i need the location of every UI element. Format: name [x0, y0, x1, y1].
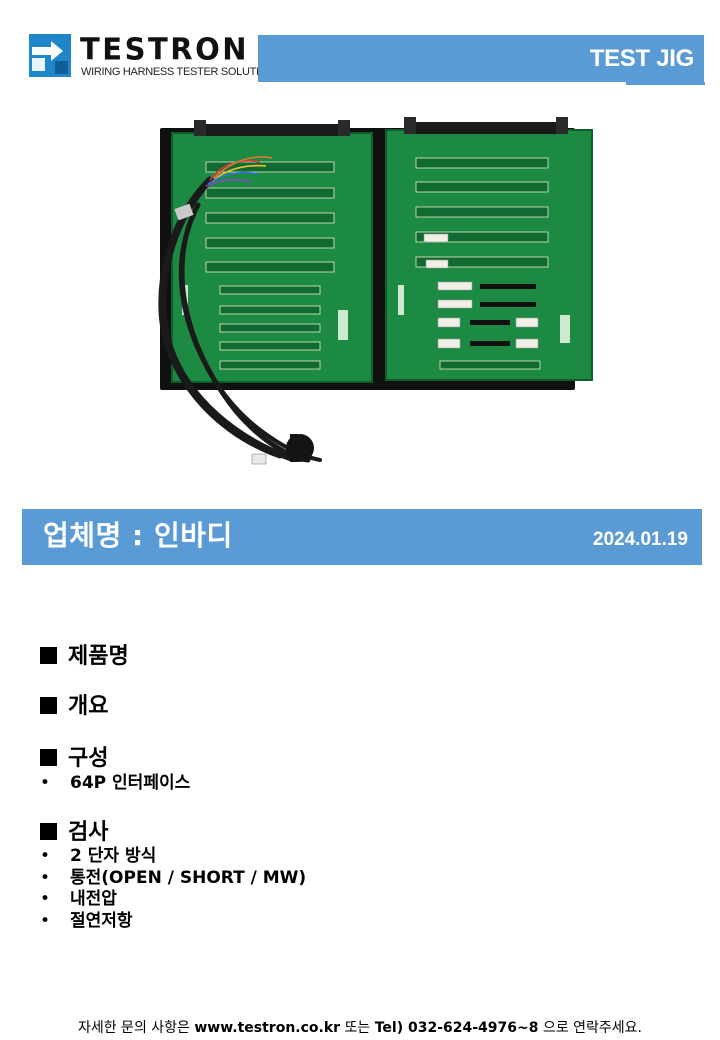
phone-number: Tel) 032-624-4976~8: [374, 1020, 539, 1036]
title-banner: TEST JIG: [258, 35, 704, 82]
logo-tagline: WIRING HARNESS TESTER SOLUTIONS: [81, 66, 282, 78]
section-title: 검사: [68, 820, 109, 845]
company-name: 업체명 : 인바디: [43, 519, 233, 552]
list-item: 64P 인터페이스: [40, 773, 190, 795]
section-title: 제품명: [68, 644, 129, 669]
list-item: 2 단자 방식: [40, 846, 306, 868]
list-item: 절연저항: [40, 911, 306, 933]
square-bullet-icon: [40, 823, 57, 840]
section-composition: 구성: [40, 746, 108, 772]
list-item: 내전압: [40, 889, 306, 911]
square-bullet-icon: [40, 697, 57, 714]
banner-accent-line: [626, 82, 705, 85]
logo-wordmark: TESTRON: [80, 31, 250, 67]
section-product-name: 제품명: [40, 644, 129, 670]
footer-middle: 또는: [340, 1020, 375, 1036]
document-date: 2024.01.19: [592, 529, 688, 550]
banner-title: TEST JIG: [589, 45, 695, 72]
footer-suffix: 으로 연락주세요.: [538, 1020, 643, 1036]
product-photo: [158, 117, 593, 465]
section-overview: 개요: [40, 694, 108, 720]
company-bar: 업체명 : 인바디 2024.01.19: [22, 509, 702, 565]
footer-prefix: 자세한 문의 사항은: [77, 1020, 195, 1036]
company-logo: TESTRON WIRING HARNESS TESTER SOLUTIONS: [29, 31, 282, 79]
composition-list: 64P 인터페이스: [40, 773, 190, 795]
square-bullet-icon: [40, 749, 57, 766]
section-title: 개요: [68, 694, 109, 719]
testron-logo-icon: [29, 34, 71, 77]
contact-footer: 자세한 문의 사항은 www.testron.co.kr 또는 Tel) 032…: [0, 1019, 720, 1037]
section-title: 구성: [68, 746, 109, 771]
list-item: 통전(OPEN / SHORT / MW): [40, 868, 306, 890]
square-bullet-icon: [40, 647, 57, 664]
section-inspection: 검사: [40, 820, 108, 846]
inspection-list: 2 단자 방식 통전(OPEN / SHORT / MW) 내전압 절연저항: [40, 846, 306, 932]
website-link[interactable]: www.testron.co.kr: [194, 1020, 341, 1036]
